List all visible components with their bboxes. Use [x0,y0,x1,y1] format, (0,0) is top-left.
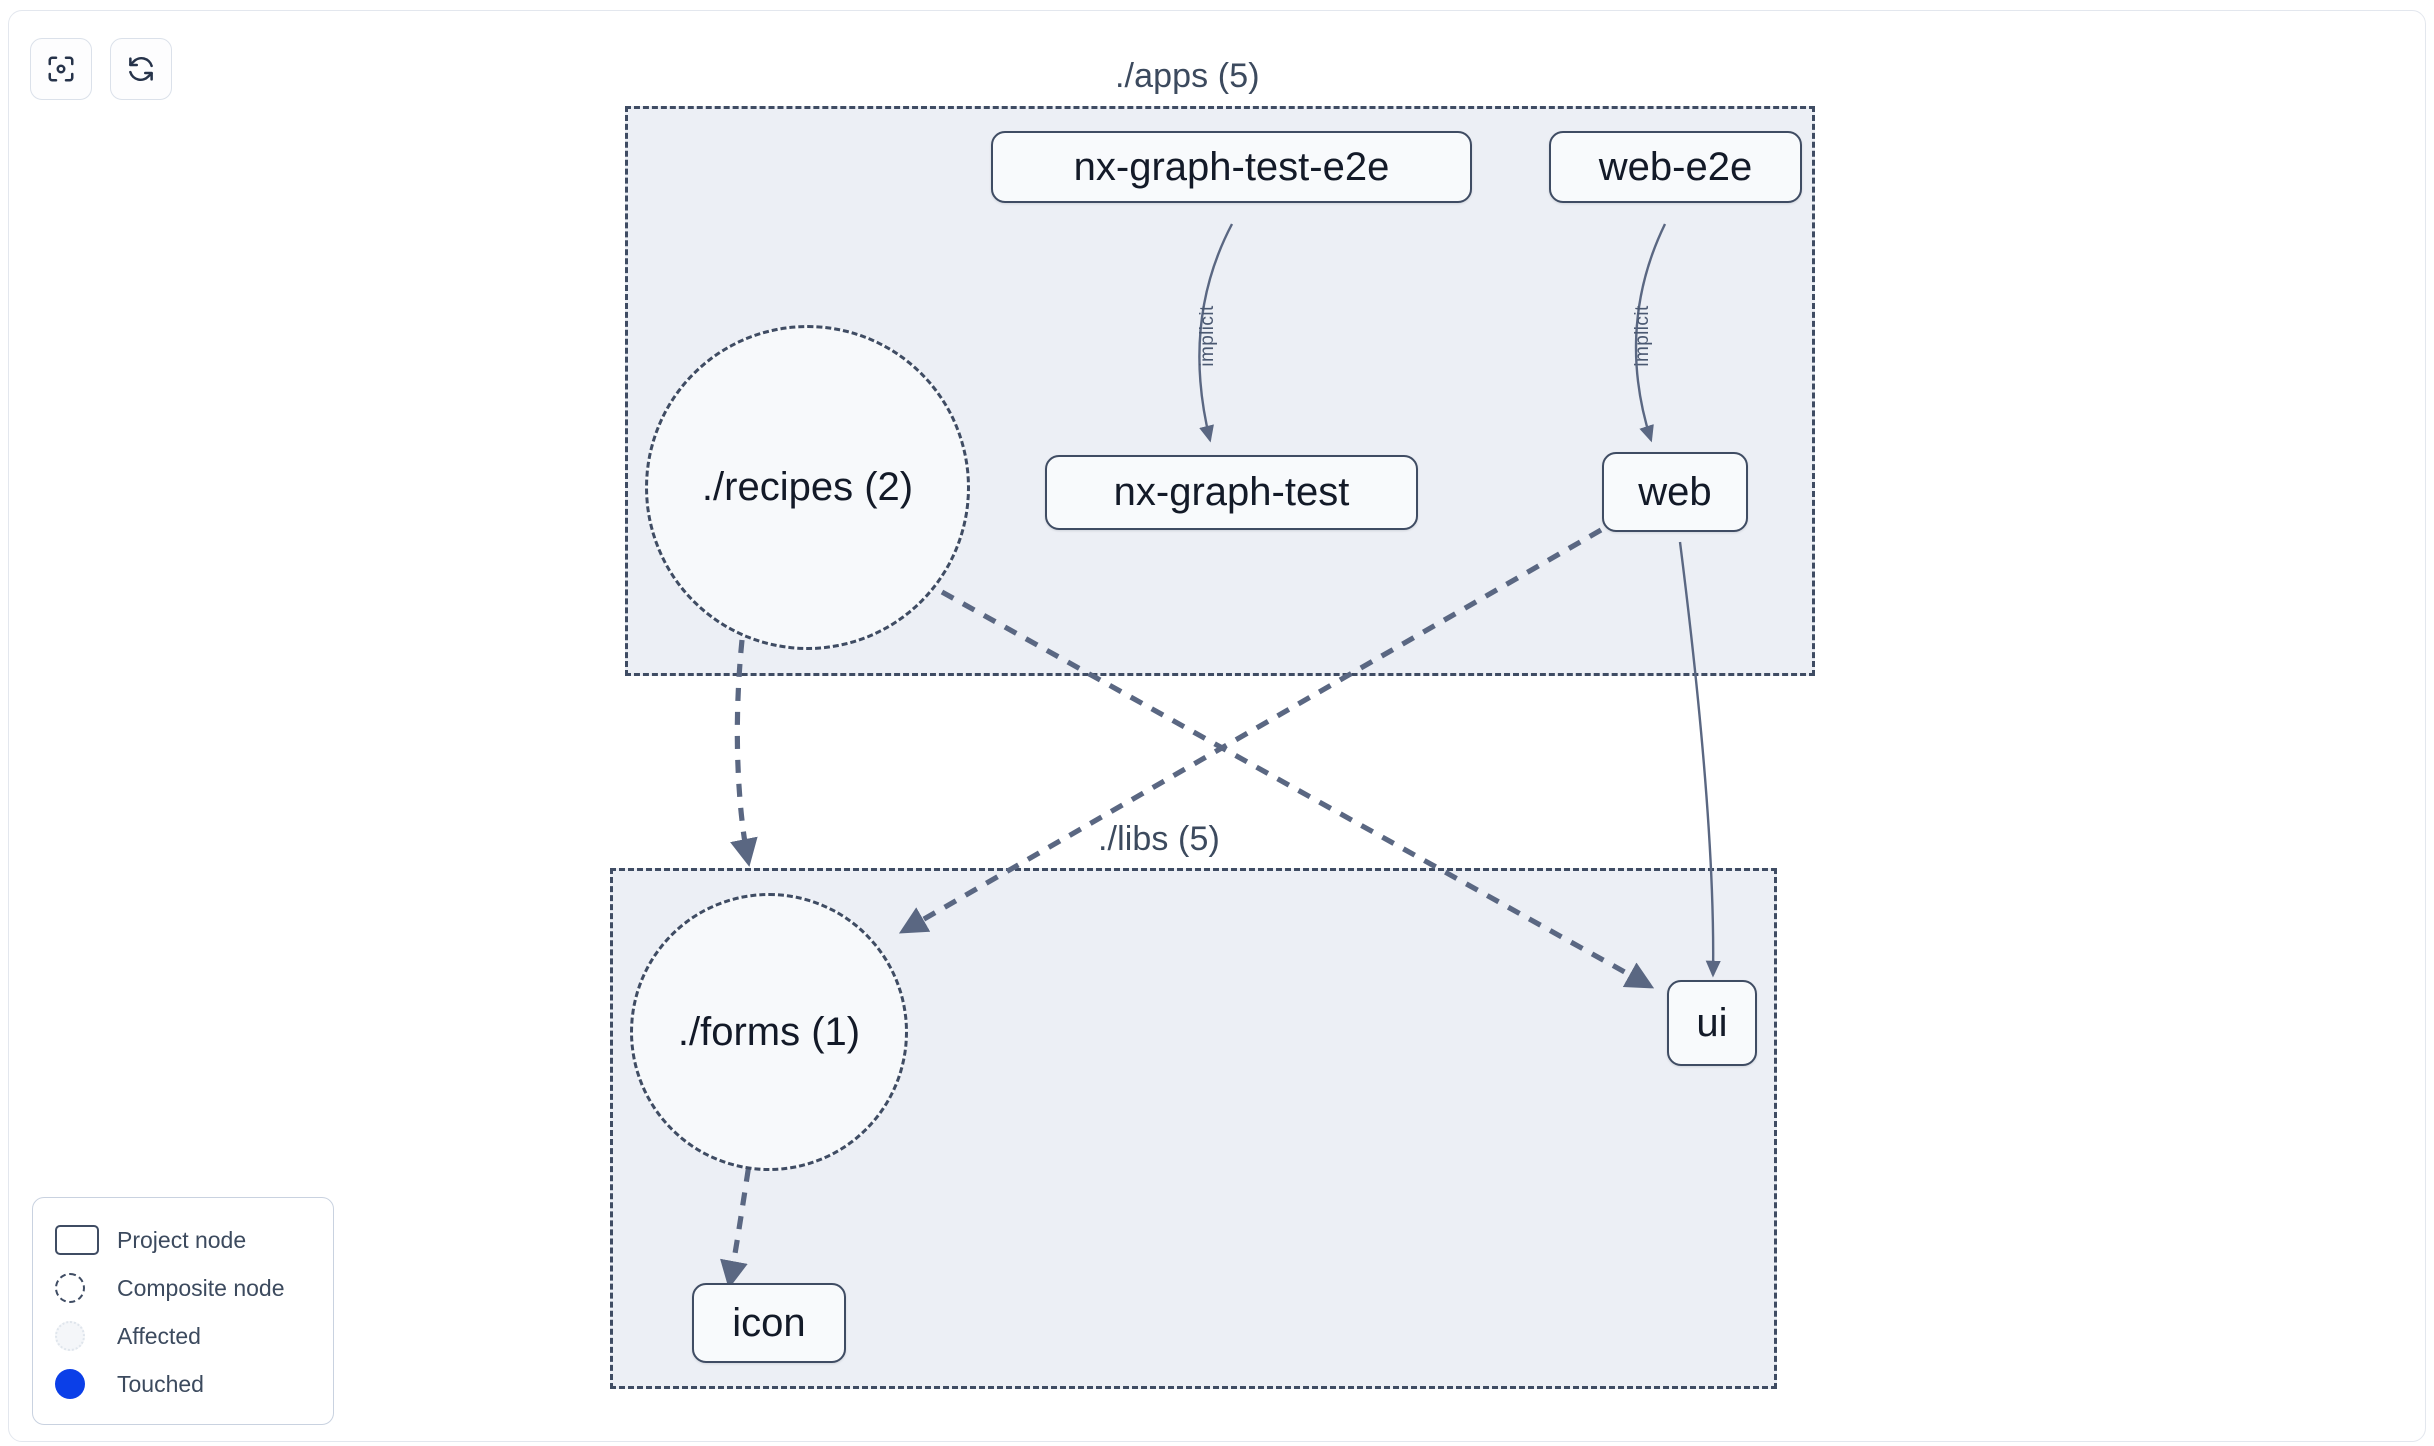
affected-swatch [55,1321,107,1351]
legend-item-project-node: Project node [55,1216,313,1264]
refresh-icon [126,54,156,84]
edge-label-implicit-nx-graph-test: implicit [1197,305,1218,367]
project-node-icon[interactable]: icon [692,1283,846,1363]
composite-node-recipes[interactable]: ./recipes (2) [645,325,970,650]
group-libs-label: ./libs (5) [1098,820,1220,858]
legend-item-composite-node: Composite node [55,1264,313,1312]
composite-node-forms[interactable]: ./forms (1) [630,893,908,1171]
legend-label-touched: Touched [117,1370,204,1397]
touched-swatch [55,1369,107,1399]
graph-toolbar [30,38,172,100]
legend-item-touched: Touched [55,1360,313,1408]
legend-label-affected: Affected [117,1322,201,1349]
focus-target-icon [46,54,76,84]
graph-legend: Project node Composite node Affected Tou… [32,1197,334,1425]
project-node-web-e2e[interactable]: web-e2e [1549,131,1802,203]
project-node-nx-graph-test[interactable]: nx-graph-test [1045,455,1418,530]
refresh-graph-button[interactable] [110,38,172,100]
project-node-web[interactable]: web [1602,452,1748,532]
legend-item-affected: Affected [55,1312,313,1360]
edge-label-implicit-web: implicit [1632,305,1653,367]
legend-label-composite-node: Composite node [117,1274,285,1301]
focus-graph-button[interactable] [30,38,92,100]
project-node-ui[interactable]: ui [1667,980,1757,1066]
composite-node-swatch [55,1273,107,1303]
group-apps-label: ./apps (5) [1115,57,1260,95]
project-node-swatch [55,1225,107,1255]
legend-label-project-node: Project node [117,1226,247,1253]
project-node-nx-graph-test-e2e[interactable]: nx-graph-test-e2e [991,131,1472,203]
